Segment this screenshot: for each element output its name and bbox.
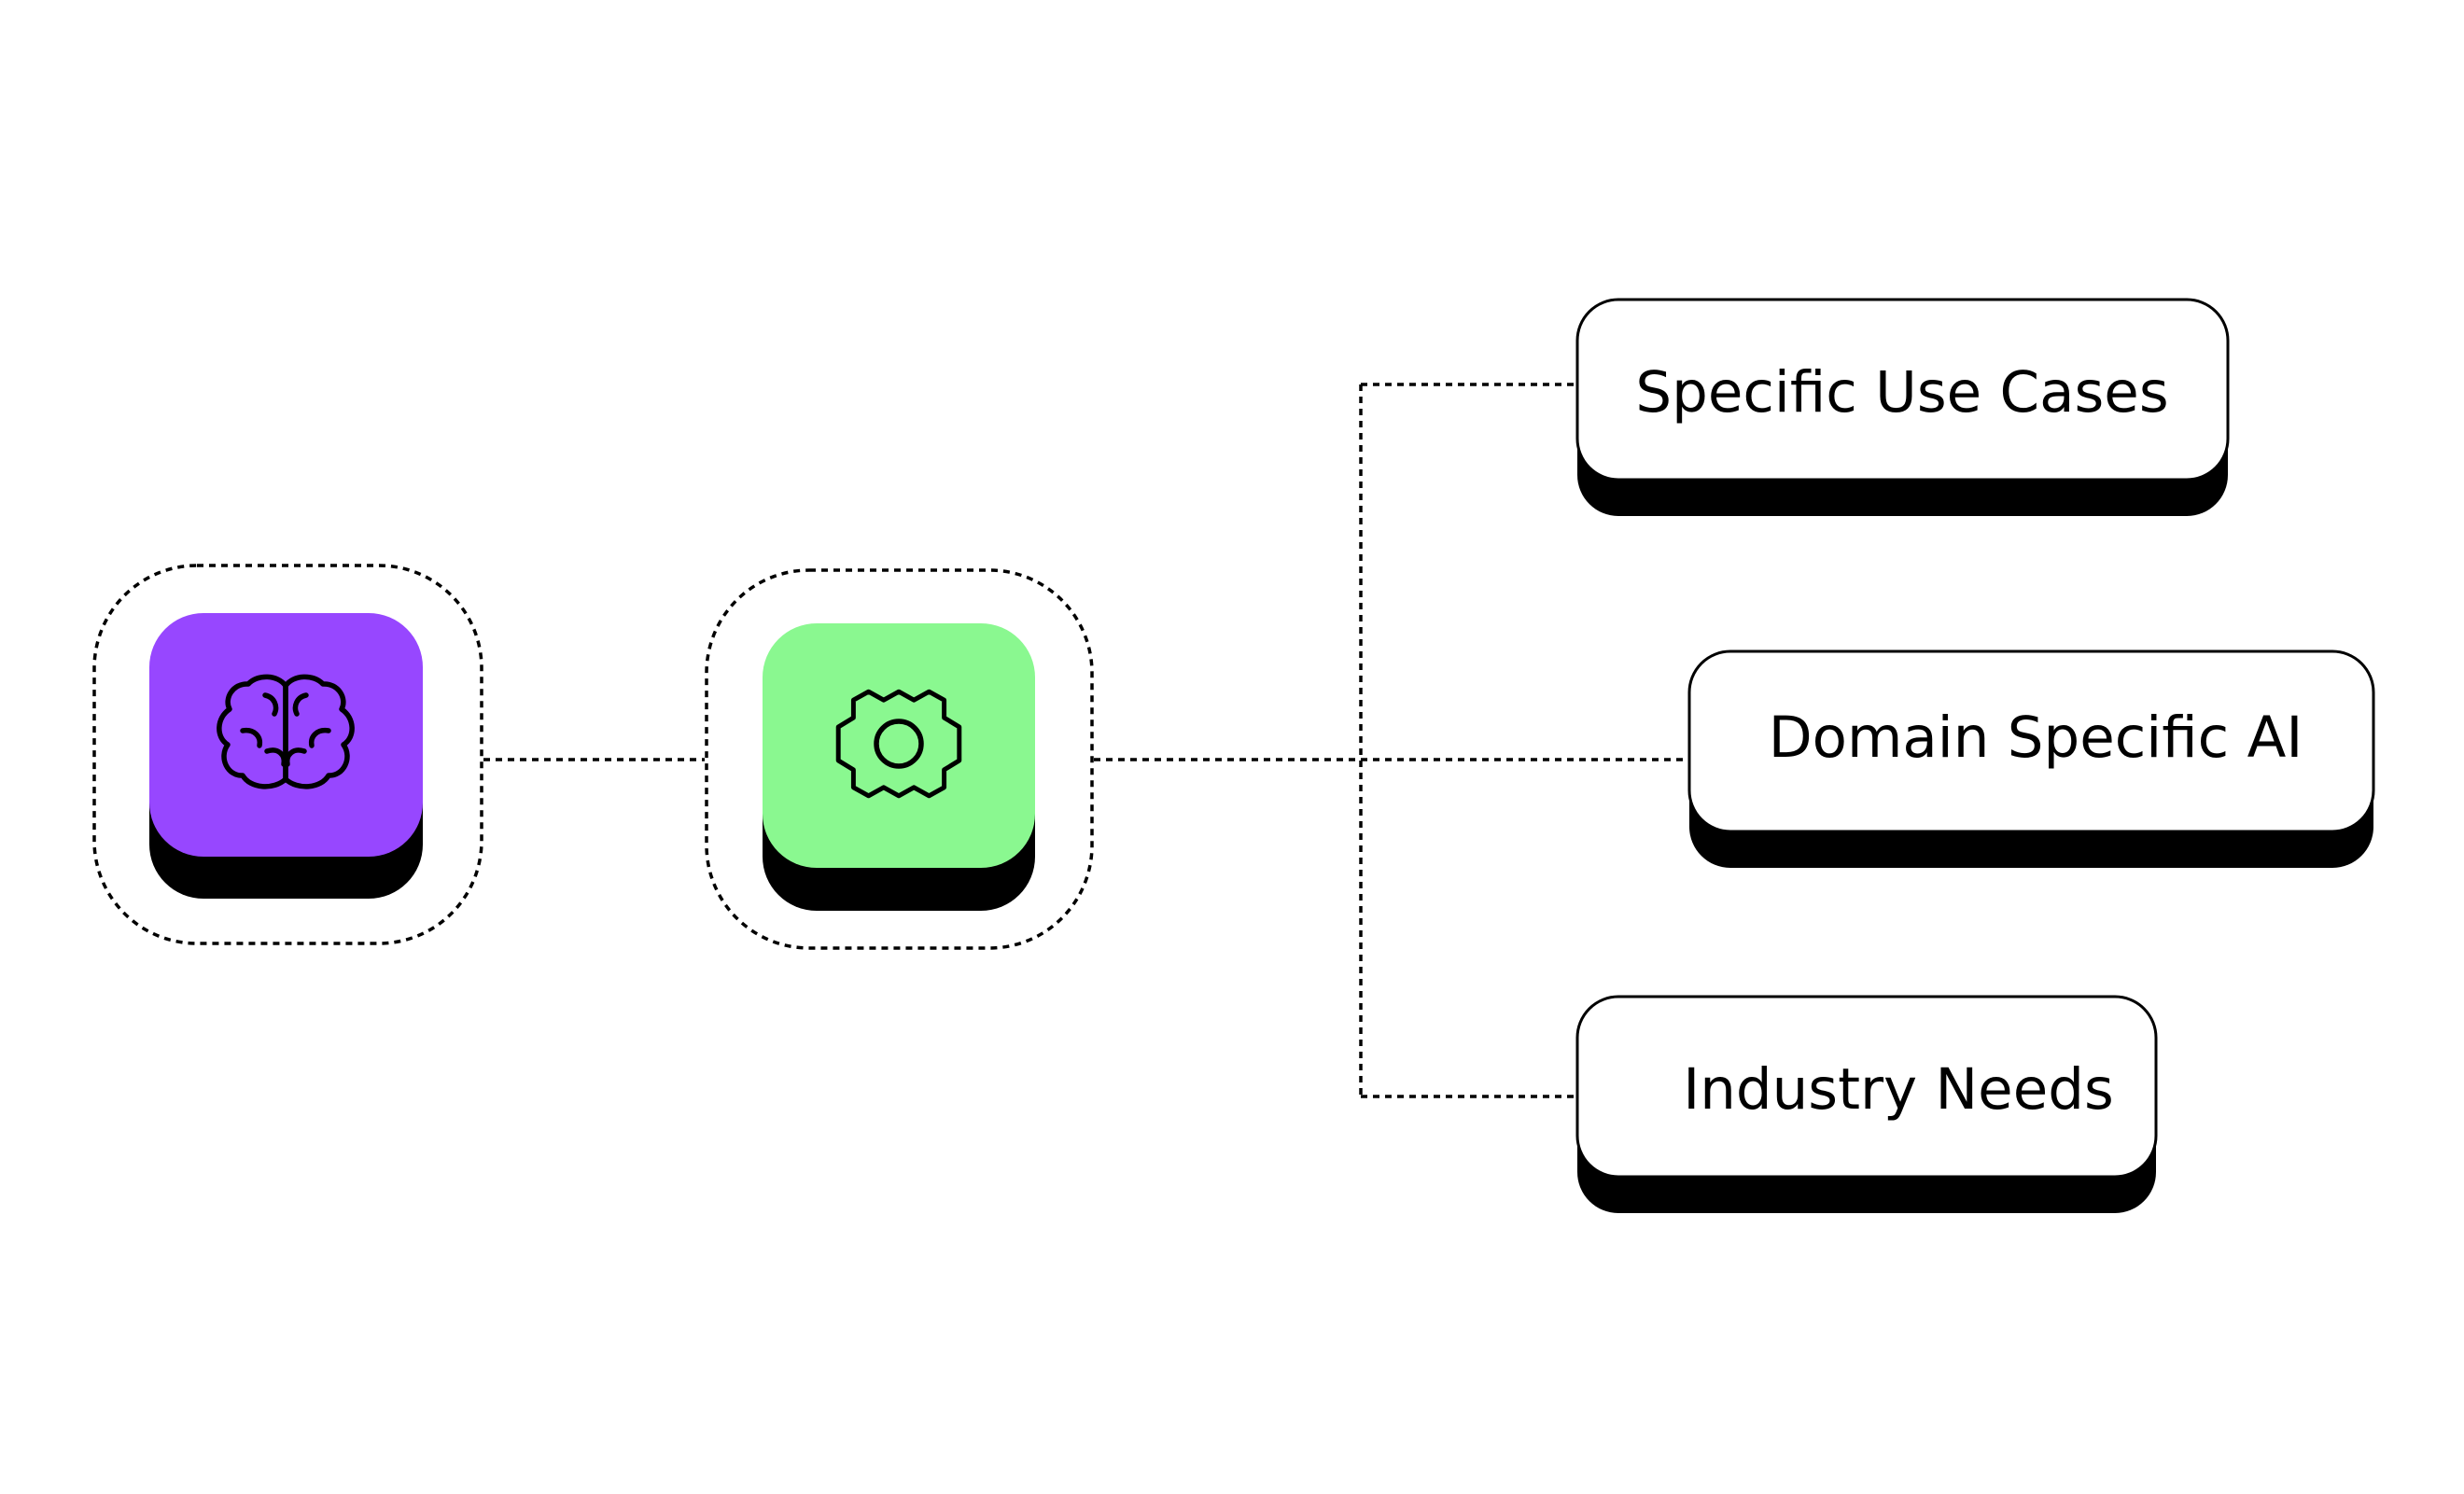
output-card-industry-needs: Industry Needs — [1575, 995, 2158, 1213]
card-box — [1575, 995, 2158, 1179]
brain-node-dashed-outline — [92, 564, 483, 945]
brain-icon — [217, 674, 355, 789]
card-label: Specific Use Cases — [1635, 359, 2168, 426]
card-label: Industry Needs — [1683, 1056, 2114, 1123]
card-box — [1575, 298, 2230, 482]
gear-icon — [835, 689, 962, 799]
card-box — [1687, 649, 2375, 833]
gear-node-dashed-outline — [705, 568, 1094, 950]
gear-tile — [763, 623, 1035, 868]
brain-node — [92, 564, 483, 945]
card-label: Domain Specific AI — [1769, 705, 2303, 771]
gear-node — [705, 568, 1094, 950]
output-card-domain-ai: Domain Specific AI — [1687, 649, 2375, 868]
connectors — [483, 383, 1689, 1098]
output-card-use-cases: Specific Use Cases — [1575, 298, 2230, 516]
